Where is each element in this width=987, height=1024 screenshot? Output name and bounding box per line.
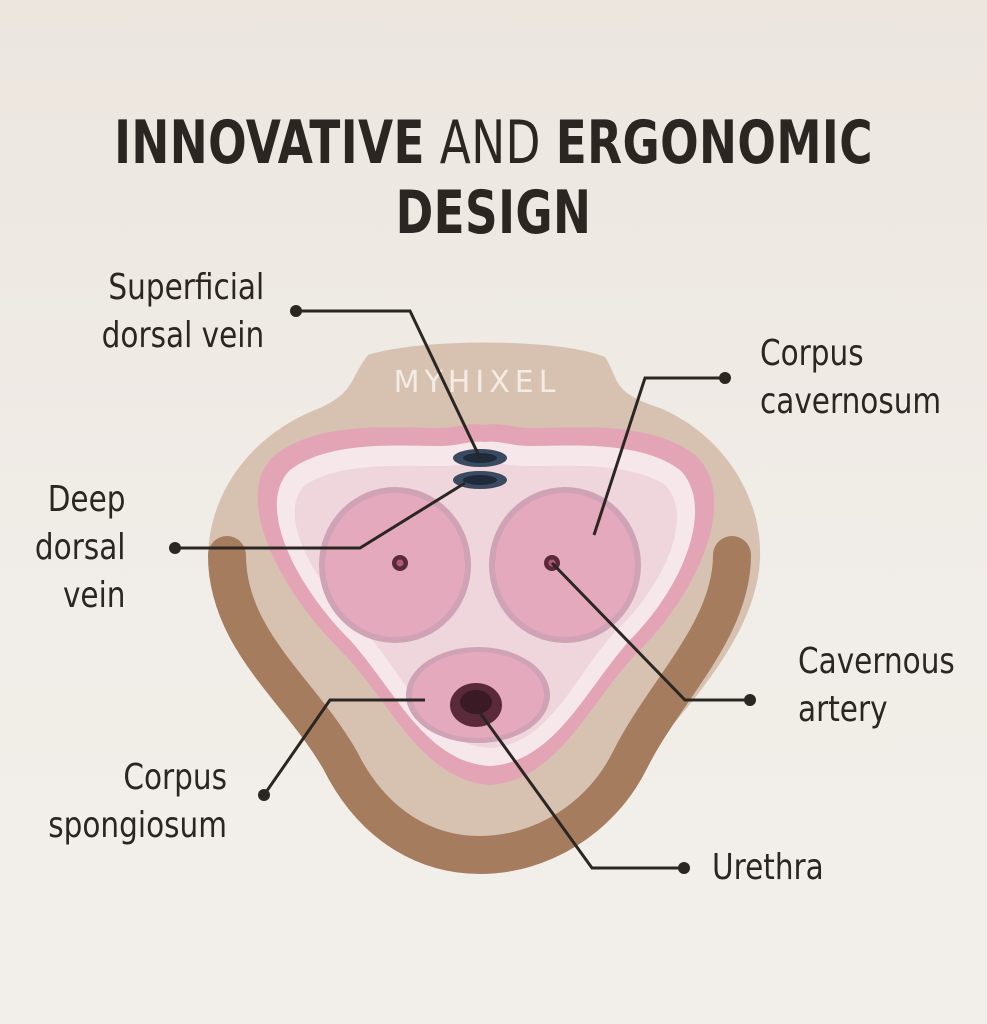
label-deep-dorsal-vein: Deep dorsal vein: [34, 476, 125, 620]
deep-dorsal-vein-shape: [453, 471, 507, 489]
dot-corpus-spongiosum: [258, 789, 270, 801]
label-corpus-cavernosum: Corpus cavernosum: [760, 330, 941, 426]
dot-cavernous-artery: [744, 694, 756, 706]
left-cavernous-artery: [392, 555, 408, 571]
leader-superficial-dorsal-vein: [296, 309, 482, 459]
urethra-shape: [450, 683, 502, 727]
title-part-innovative: INNOVATIVE: [114, 108, 425, 178]
label-cavernous-artery: Cavernous artery: [798, 638, 955, 734]
dot-corpus-cavernosum: [719, 372, 731, 384]
label-line: Superficial: [108, 267, 264, 308]
label-line: Deep: [47, 479, 125, 520]
label-corpus-spongiosum: Corpus spongiosum: [48, 754, 227, 850]
leader-corpus-cavernosum: [592, 376, 725, 536]
title-part-ergonomic-design: ERGONOMIC DESIGN: [395, 108, 873, 248]
leader-cavernous-artery: [550, 561, 750, 702]
dot-superficial-dorsal-vein: [290, 305, 302, 317]
leader-urethra: [476, 709, 684, 870]
label-line: Corpus: [760, 333, 864, 374]
right-corpus-cavernosum: [489, 487, 641, 643]
label-line: dorsal: [34, 527, 125, 568]
label-line: spongiosum: [48, 805, 227, 846]
label-line: Cavernous: [798, 641, 955, 682]
label-line: artery: [798, 689, 888, 730]
label-line: Urethra: [712, 847, 824, 888]
label-urethra: Urethra: [712, 844, 824, 892]
title-part-and: AND: [424, 108, 556, 178]
dot-deep-dorsal-vein: [169, 542, 181, 554]
page-title: INNOVATIVE AND ERGONOMIC DESIGN: [79, 108, 908, 248]
leader-deep-dorsal-vein: [175, 481, 466, 550]
leader-lines: [175, 309, 750, 870]
leader-corpus-spongiosum: [262, 698, 425, 796]
label-line: Corpus: [123, 757, 227, 798]
brand-watermark: MYHIXEL: [394, 365, 561, 400]
leader-dots: [169, 305, 756, 874]
label-line: vein: [62, 575, 125, 616]
label-line: cavernosum: [760, 381, 942, 422]
dot-urethra: [678, 862, 690, 874]
label-superficial-dorsal-vein: Superficial dorsal vein: [101, 264, 264, 360]
brown-band: [208, 536, 751, 875]
label-line: dorsal vein: [101, 315, 264, 356]
